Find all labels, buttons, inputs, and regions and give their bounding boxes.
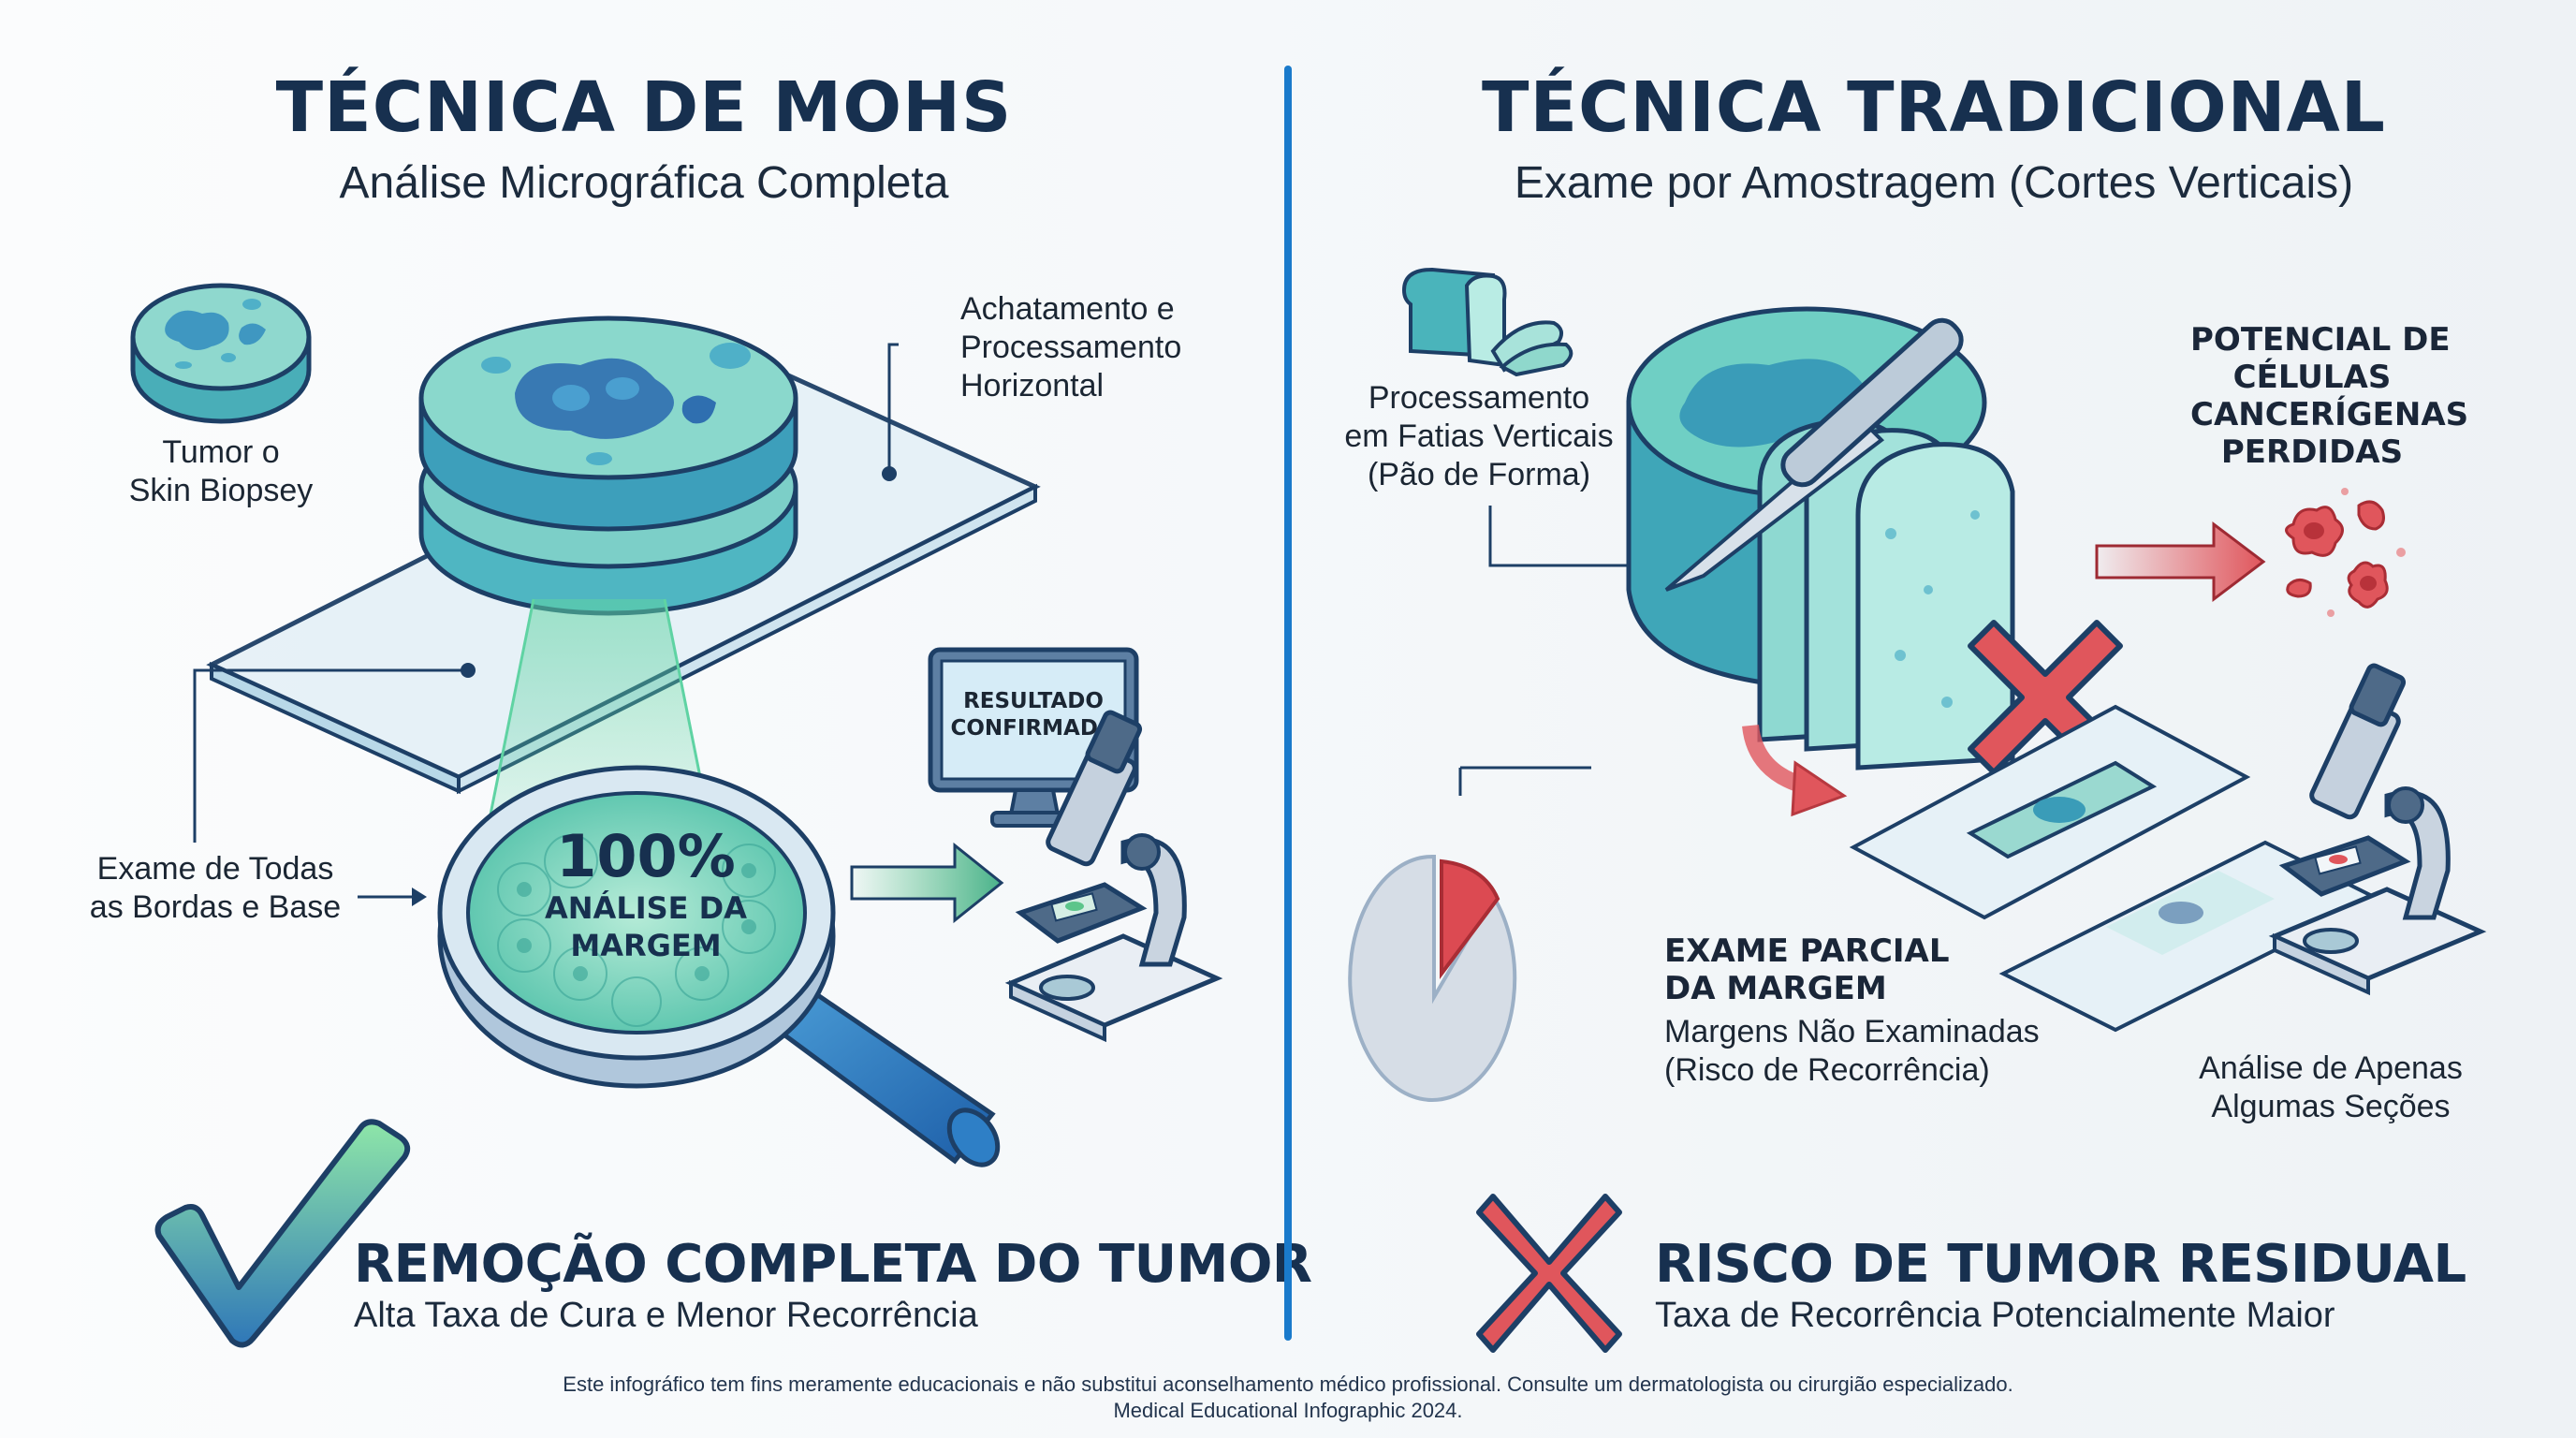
monitor-text: RESULTADO CONFIRMADO [942, 688, 1125, 742]
flattening-label-line1: Achatamento e [960, 291, 1175, 327]
flattening-label: Achatamento e Processamento Horizontal [960, 290, 1181, 405]
arrow-right-red-icon [2095, 521, 2266, 603]
bread-label-line1: Processamento [1368, 380, 1590, 416]
left-result-subtitle: Alta Taxa de Cura e Menor Recorrência [354, 1296, 978, 1335]
callout-line-bread [1488, 506, 1629, 567]
right-title: TÉCNICA TRADICIONAL [1482, 67, 2386, 148]
x-icon [1476, 1194, 1622, 1353]
mohs-tissue-stack-icon [418, 315, 798, 616]
flattening-label-line2: Processamento [960, 330, 1182, 365]
footer: Este infográfico tem fins meramente educ… [0, 1372, 2576, 1424]
bread-loaf-icon [1401, 267, 1573, 377]
flattening-label-line3: Horizontal [960, 368, 1105, 404]
right-result-subtitle: Taxa de Recorrência Potencialmente Maior [1655, 1296, 2335, 1335]
lost-cells-line3: CANCERÍGENAS [2190, 396, 2469, 433]
footer-credit: Medical Educational Infographic 2024. [1113, 1399, 1463, 1422]
microscope-icon [1004, 710, 1223, 1043]
biopsy-disc-icon [130, 283, 312, 424]
right-result-title: RISCO DE TUMOR RESIDUAL [1655, 1234, 2466, 1295]
biopsy-label: Tumor o Skin Biopsey [90, 433, 352, 510]
sections-label-line1: Análise de Apenas [2199, 1050, 2463, 1086]
lost-cells-line4: PERDIDAS [2220, 433, 2404, 471]
edges-label: Exame de Todas as Bordas e Base [66, 850, 365, 927]
panel-divider [1284, 66, 1292, 1341]
sliced-tissue-icon [1626, 306, 2015, 770]
magnifier-line2: MARGEM [570, 928, 722, 963]
partial-exam-pie-icon [1348, 766, 1591, 1102]
check-icon [154, 1119, 411, 1348]
bread-label: Processamento em Fatias Verticais (Pão d… [1329, 379, 1629, 494]
bread-label-line3: (Pão de Forma) [1367, 457, 1591, 492]
partial-sub-line2: (Risco de Recorrência) [1664, 1052, 1990, 1088]
partial-title-line2: DA MARGEM [1664, 970, 1887, 1007]
sections-label: Análise de Apenas Algumas Seções [2172, 1049, 2490, 1126]
monitor-line2: CONFIRMADO [950, 716, 1117, 741]
monitor-line1: RESULTADO [963, 689, 1104, 713]
sections-label-line2: Algumas Seções [2211, 1089, 2451, 1124]
right-subtitle: Exame por Amostragem (Cortes Verticais) [1514, 158, 2354, 208]
magnifier-line1: ANÁLISE DA [545, 890, 747, 926]
microscope-icon-right [2268, 663, 2487, 996]
partial-exam-text: EXAME PARCIAL DA MARGEM Margens Não Exam… [1664, 932, 2040, 1090]
curved-arrow-icon [1742, 724, 1848, 817]
magnifying-glass-icon [437, 765, 1001, 1167]
cancer-cells-icon [2285, 488, 2406, 617]
biopsy-label-line1: Tumor o [162, 434, 280, 470]
lost-cells-label: POTENCIAL DE CÉLULAS CANCERÍGENAS PERDID… [2190, 321, 2469, 471]
left-result-title: REMOÇÃO COMPLETA DO TUMOR [354, 1234, 1312, 1295]
left-subtitle: Análise Micrográfica Completa [339, 158, 949, 208]
edges-label-line2: as Bordas e Base [89, 889, 342, 925]
partial-sub-line1: Margens Não Examinadas [1664, 1014, 2040, 1049]
bread-label-line2: em Fatias Verticais [1344, 418, 1614, 454]
lost-cells-line1: POTENCIAL DE [2190, 321, 2451, 359]
biopsy-label-line2: Skin Biopsey [128, 473, 314, 508]
partial-title-line1: EXAME PARCIAL [1664, 932, 1950, 970]
footer-disclaimer: Este infográfico tem fins meramente educ… [563, 1372, 2013, 1396]
magnifier-text: 100% ANÁLISE DA MARGEM [505, 824, 786, 964]
left-title: TÉCNICA DE MOHS [275, 67, 1013, 148]
monitor-icon [928, 647, 1139, 828]
glass-slides-icon [1849, 704, 2382, 1033]
callout-lines [193, 343, 899, 906]
magnifier-percent: 100% [556, 822, 736, 890]
arrow-right-icon [850, 842, 1004, 924]
lost-cells-line2: CÉLULAS [2232, 359, 2392, 396]
edges-label-line1: Exame de Todas [96, 851, 334, 887]
